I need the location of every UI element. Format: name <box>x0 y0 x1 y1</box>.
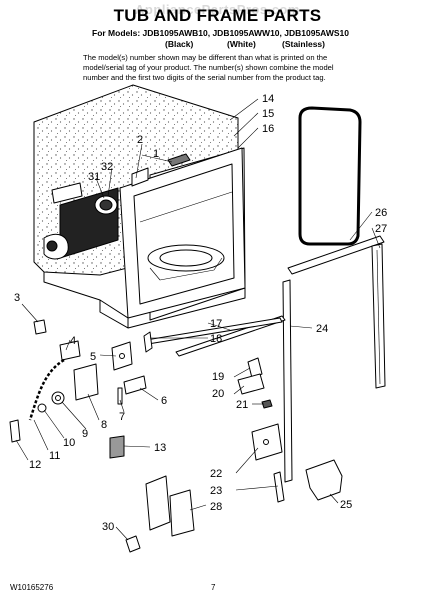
document-number: W10165276 <box>10 583 54 592</box>
part-label-30: 30 <box>102 521 114 533</box>
watermark: AppliancePartsPros.com <box>135 2 300 17</box>
part-label-8: 8 <box>101 419 107 431</box>
variant-white: (White) <box>227 39 256 49</box>
part-label-14: 14 <box>262 93 274 105</box>
bracket-28 <box>145 475 171 531</box>
door-gasket <box>298 106 362 246</box>
hose-clip-12 <box>9 419 21 443</box>
part-label-25: 25 <box>340 499 352 511</box>
pad-13 <box>109 435 125 459</box>
part-label-20: 20 <box>212 388 224 400</box>
models-line: For Models: JDB1095AWB10, JDB1095AWW10, … <box>92 28 349 38</box>
part-label-2: 2 <box>137 134 143 146</box>
part-label-15: 15 <box>262 108 274 120</box>
page-number: 7 <box>211 583 216 592</box>
part-label-9: 9 <box>82 428 88 440</box>
part-label-18: 18 <box>210 333 222 345</box>
screw-30 <box>125 535 141 553</box>
part-label-21: 21 <box>236 399 248 411</box>
part-label-27: 27 <box>375 223 387 235</box>
part-label-4: 4 <box>70 335 76 347</box>
tub-sump <box>147 244 225 272</box>
part-label-16: 16 <box>262 123 274 135</box>
part-label-32: 32 <box>101 161 113 173</box>
page-title: TUB AND FRAME PARTS <box>113 6 322 25</box>
part-label-5: 5 <box>90 351 96 363</box>
part-label-17: 17 <box>210 318 222 330</box>
part-label-28: 28 <box>210 501 222 513</box>
part-label-23: 23 <box>210 485 222 497</box>
side-rail-24 <box>282 279 293 483</box>
part-label-26: 26 <box>375 207 387 219</box>
part-label-6: 6 <box>161 395 167 407</box>
part-label-13: 13 <box>154 442 166 454</box>
note-line-1: The model(s) number shown may be differe… <box>83 53 328 62</box>
nut-9 <box>51 391 65 405</box>
plate-8 <box>73 363 99 401</box>
note-line-2: model/serial tag of your product. The nu… <box>83 63 334 72</box>
part-label-12: 12 <box>29 459 41 471</box>
mounting-bracket-5 <box>111 341 133 371</box>
part-label-19: 19 <box>212 371 224 383</box>
clip-6 <box>123 375 147 395</box>
part-label-7: 7 <box>119 411 125 423</box>
screw-7 <box>117 387 123 405</box>
part-label-22: 22 <box>210 468 222 480</box>
part-label-10: 10 <box>63 437 75 449</box>
sensor-19 <box>247 357 263 379</box>
part-label-31: 31 <box>88 171 100 183</box>
part-number-labels: 1 2 3 4 5 6 7 8 9 10 11 12 13 14 15 16 1… <box>14 93 387 533</box>
tub-base-rail <box>99 299 129 329</box>
part-label-11: 11 <box>49 450 60 462</box>
top-vent-bracket <box>167 153 191 167</box>
bracket-22 <box>251 423 283 461</box>
variant-black: (Black) <box>165 39 194 49</box>
model-note: The model(s) number shown may be differe… <box>83 53 383 83</box>
variant-stainless: (Stainless) <box>282 39 325 49</box>
tub-side-vent <box>51 182 83 204</box>
part-label-3: 3 <box>14 292 20 304</box>
part-label-24: 24 <box>316 323 328 335</box>
bracket-20 <box>237 373 265 395</box>
screw-23 <box>273 471 285 503</box>
screw-21 <box>261 399 273 409</box>
clip-25 <box>305 459 343 501</box>
drain-hose <box>28 358 65 421</box>
bracket-4 <box>59 340 81 361</box>
part-label-1: 1 <box>153 148 159 160</box>
note-line-3: number and the first two digits of the s… <box>83 73 326 82</box>
tub-seal-strip <box>287 235 385 275</box>
leveling-foot <box>33 319 47 335</box>
tub-front-opening <box>133 163 235 305</box>
